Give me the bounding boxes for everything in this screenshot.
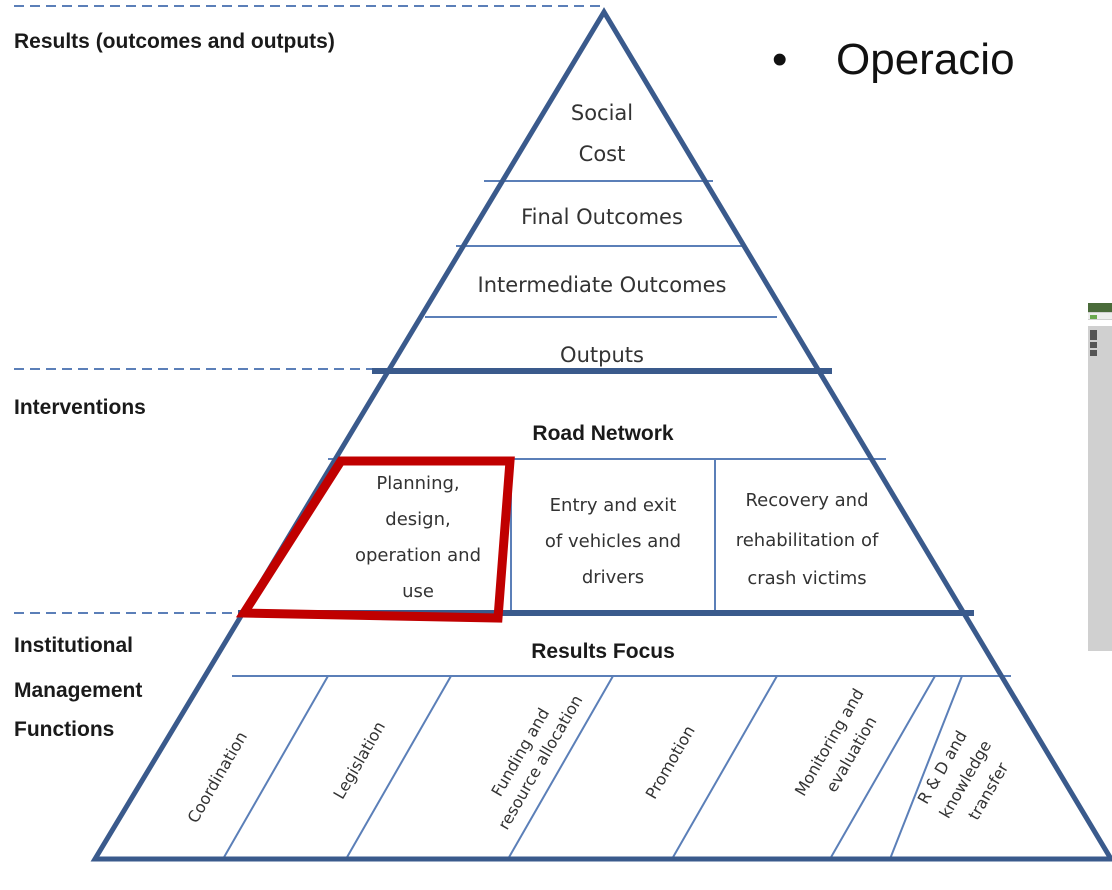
intervention-planning: Planning, design, operation and use — [355, 473, 481, 602]
embedded-screenshot-thumbnail — [1088, 303, 1112, 651]
intervention-recovery-line: Recovery and — [745, 490, 868, 511]
function-promotion: Promotion — [642, 722, 699, 802]
highlight-box — [235, 456, 515, 623]
tier-intermediate-outcomes: Intermediate Outcomes — [478, 273, 727, 297]
section-label-institutional: Institutional — [14, 634, 133, 657]
thumbnail-toolbar — [1088, 313, 1112, 319]
section-label-interventions: Interventions — [14, 396, 146, 419]
section-label-functions: Functions — [14, 718, 114, 741]
tier-social-cost-line2: Cost — [579, 142, 626, 166]
intervention-recovery: Recovery and rehabilitation of crash vic… — [736, 490, 879, 589]
tier-dividers — [222, 180, 1011, 860]
thumbnail-zoom-control — [1090, 330, 1097, 340]
function-legislation: Legislation — [329, 718, 389, 802]
intervention-entry-exit-line: of vehicles and — [545, 531, 681, 552]
function-divider — [889, 675, 963, 860]
function-coordination: Coordination — [183, 728, 251, 826]
slide-title-fragment: Operacio — [836, 35, 1015, 84]
pyramid-outline — [90, 7, 1112, 862]
thumbnail-button — [1090, 315, 1097, 319]
thumbnail-control — [1090, 350, 1097, 356]
thumbnail-control — [1090, 342, 1097, 348]
intervention-planning-line: design, — [385, 509, 450, 530]
function-divider — [829, 675, 936, 860]
tier-social-cost-line1: Social — [571, 101, 633, 125]
bullet-icon: • — [772, 35, 787, 84]
intervention-entry-exit-line: Entry and exit — [550, 495, 677, 516]
intervention-entry-exit: Entry and exit of vehicles and drivers — [545, 495, 681, 588]
intervention-planning-line: operation and — [355, 545, 481, 566]
intervention-planning-line: Planning, — [376, 473, 459, 494]
section-label-management: Management — [14, 679, 142, 702]
function-divider — [507, 675, 614, 860]
tier-outputs: Outputs — [560, 343, 644, 367]
road-network-label: Road Network — [532, 422, 674, 445]
intervention-entry-exit-line: drivers — [582, 567, 644, 588]
intervention-recovery-line: crash victims — [747, 568, 866, 589]
tier-final-outcomes: Final Outcomes — [521, 205, 683, 229]
thumbnail-header — [1088, 303, 1112, 312]
thumbnail-background — [1088, 303, 1112, 651]
function-divider — [671, 675, 778, 860]
thumbnail-row — [1088, 320, 1112, 326]
function-divider — [222, 675, 329, 860]
intervention-recovery-line: rehabilitation of — [736, 530, 879, 551]
intervention-planning-line: use — [402, 581, 434, 602]
section-label-results: Results (outcomes and outputs) — [14, 30, 335, 53]
results-focus-label: Results Focus — [531, 640, 675, 663]
function-divider — [345, 675, 452, 860]
